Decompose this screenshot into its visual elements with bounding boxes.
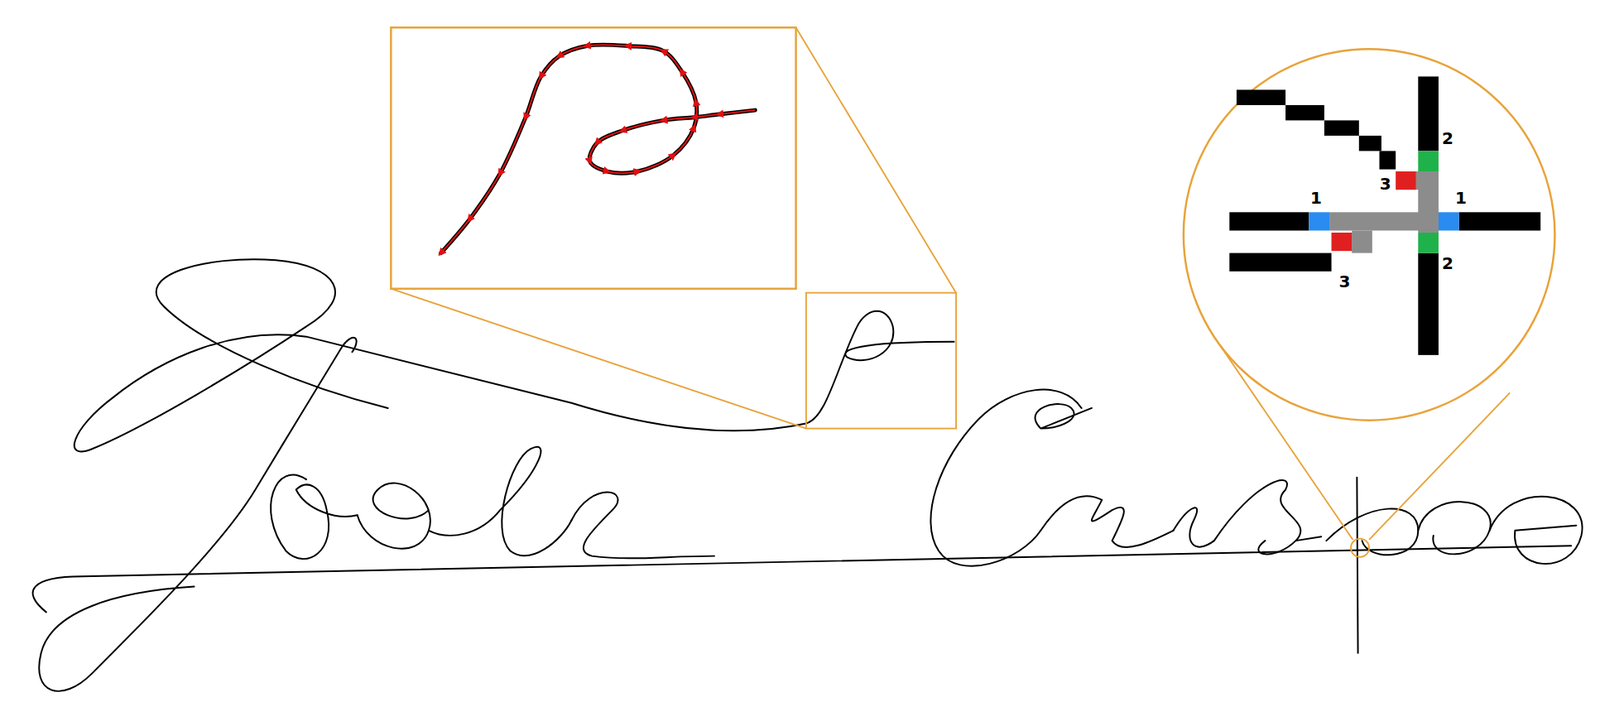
callout-number: 1 xyxy=(1455,189,1467,207)
callout-number: 3 xyxy=(1379,175,1392,193)
callout-number: 2 xyxy=(1441,254,1454,272)
callout-number: 1 xyxy=(1310,189,1322,207)
stroke-zoom-inset xyxy=(390,27,796,289)
pixel-zoom-inset xyxy=(1183,48,1556,421)
callout-number: 2 xyxy=(1441,129,1454,147)
callout-number: 3 xyxy=(1338,273,1351,290)
